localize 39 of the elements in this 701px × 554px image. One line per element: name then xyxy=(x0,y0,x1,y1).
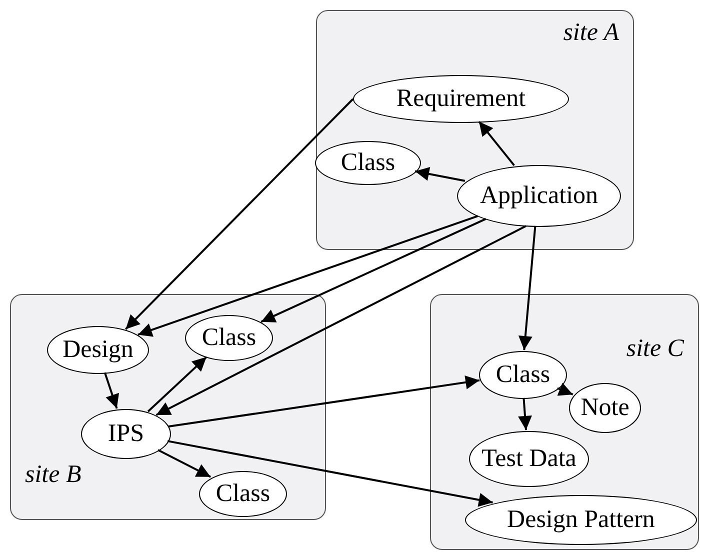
arrow xyxy=(557,382,574,396)
node-label: Class xyxy=(496,361,550,389)
ellipse-node xyxy=(465,495,697,545)
arrow xyxy=(104,372,120,409)
cluster-label: site A xyxy=(563,19,619,47)
cluster-label: site B xyxy=(25,461,82,489)
ellipse-node xyxy=(185,315,273,361)
ellipse-node xyxy=(47,326,149,374)
ellipse-node xyxy=(199,471,287,517)
arrow xyxy=(147,356,208,412)
node-label: Application xyxy=(480,182,598,210)
node-label: Requirement xyxy=(396,85,526,113)
arrow xyxy=(168,375,480,428)
cluster-panel xyxy=(430,294,699,550)
node-label: Note xyxy=(580,394,630,422)
node-label: Test Data xyxy=(482,445,576,473)
cluster-panel xyxy=(316,10,634,250)
node-label: IPS xyxy=(108,420,144,448)
node-label: Class xyxy=(216,480,270,508)
arrow xyxy=(518,226,536,350)
ellipse-node xyxy=(81,409,171,459)
arrow xyxy=(167,440,493,507)
arrow xyxy=(124,98,354,330)
arrow xyxy=(158,449,212,478)
arrow xyxy=(478,121,515,166)
ellipse-node xyxy=(569,383,641,433)
arrow xyxy=(518,398,532,430)
arrow xyxy=(156,225,526,416)
node-label: Design Pattern xyxy=(507,506,655,534)
arrow xyxy=(260,218,486,323)
arrow xyxy=(138,215,478,337)
arrow xyxy=(414,167,466,182)
node-label: Class xyxy=(202,324,256,352)
cluster-panel xyxy=(10,294,326,520)
node-label: Design xyxy=(62,336,134,364)
node-label: Class xyxy=(340,149,396,177)
ellipse-node xyxy=(315,141,421,185)
ellipse-node xyxy=(479,351,567,399)
cluster-label: site C xyxy=(626,335,684,363)
